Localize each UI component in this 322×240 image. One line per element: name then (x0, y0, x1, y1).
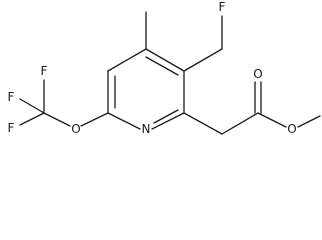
atom-o-carbonyl: O (253, 67, 262, 81)
bond-c6-o (80, 112, 109, 127)
atom-n-ring: N (142, 122, 151, 136)
atom-f-cf3-bottom: F (8, 121, 15, 135)
bond-ester-o-methyl (297, 115, 321, 128)
bond-c3-ch2 (183, 48, 223, 72)
bond-cf3-f-bottom (19, 112, 45, 126)
bond-cf3-f-left (19, 98, 45, 114)
atom-f-cf3-left: F (8, 90, 15, 104)
bond-ring-c3-c4-double (145, 56, 179, 76)
trifluoromethoxy-group: O F F F (8, 64, 109, 136)
bond-carbonyl-ester-o (257, 112, 287, 128)
bond-ring-c4-c3 (145, 48, 185, 72)
atom-o-ester: O (287, 122, 296, 136)
chemical-structure-diagram: F O F F F N O O (8, 0, 321, 136)
atom-f-fluoromethyl: F (219, 0, 226, 14)
atom-f-cf3-top: F (41, 64, 48, 78)
methyl-acetate-group: O O (183, 67, 321, 136)
bond-ch2-carbonyl (221, 112, 259, 135)
pyridine-ring (107, 48, 185, 130)
bond-ring-c6-n (107, 112, 141, 130)
fluoromethyl-group: F (183, 0, 226, 72)
bond-ring-n-c2 (151, 112, 185, 130)
bond-o-cf3 (43, 112, 71, 127)
bond-c2-ch2 (183, 112, 223, 135)
atom-o-ether: O (71, 122, 80, 136)
bond-ring-n-c2-double (153, 109, 179, 124)
bond-ring-c4-c5 (107, 48, 147, 72)
